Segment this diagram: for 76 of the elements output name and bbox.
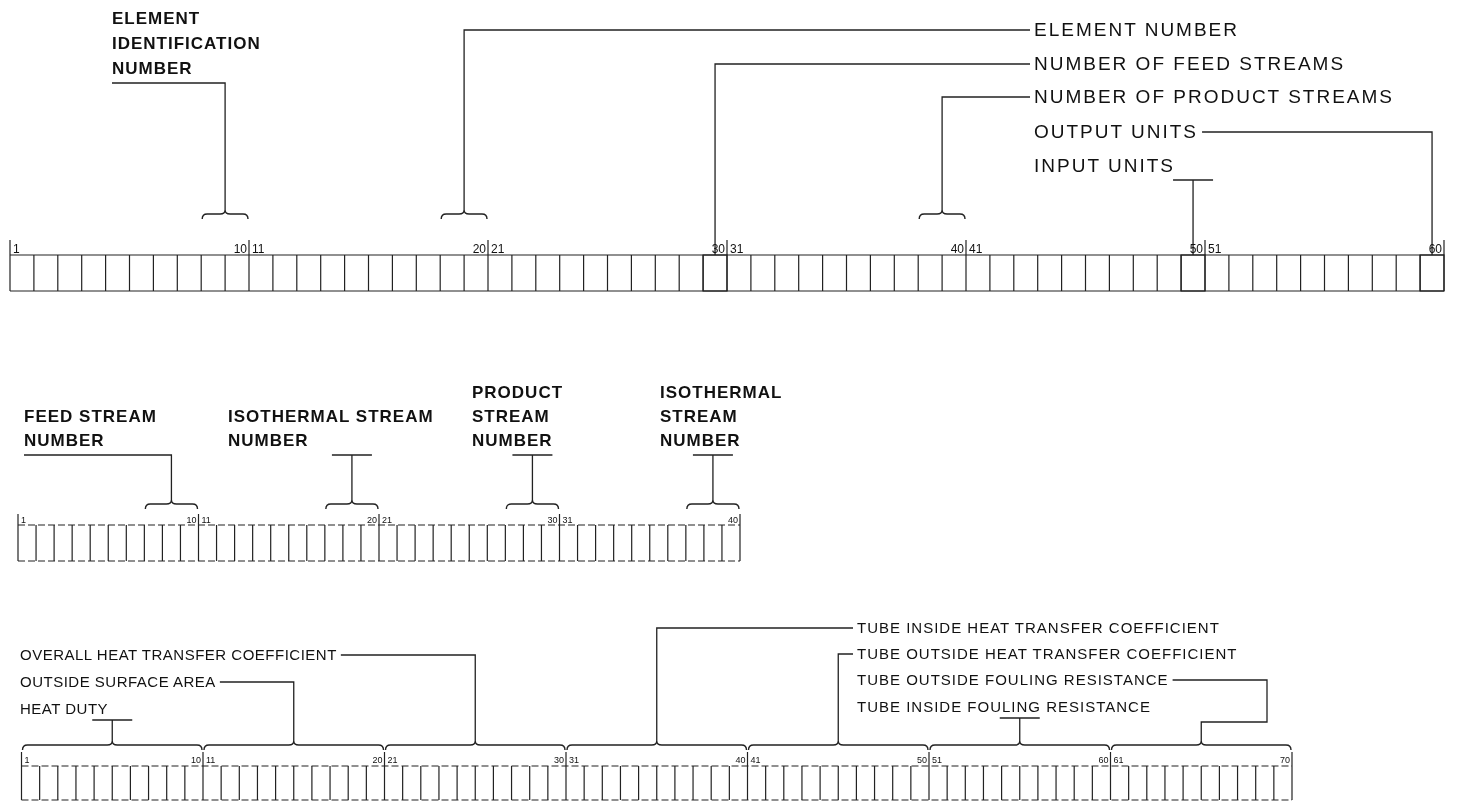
column-number: 21 — [387, 755, 398, 765]
field-label: ISOTHERMAL STREAM NUMBER — [228, 405, 468, 453]
field-label: TUBE OUTSIDE HEAT TRANSFER COEFFICIENT — [857, 645, 1238, 663]
curly-brace — [1110, 740, 1292, 751]
field-label: OUTSIDE SURFACE AREA — [20, 673, 216, 691]
card-column — [1419, 254, 1445, 292]
curly-brace — [566, 740, 748, 751]
column-number: 21 — [491, 242, 505, 256]
field-label: TUBE OUTSIDE FOULING RESISTANCE — [857, 671, 1169, 689]
leader-line — [91, 719, 133, 742]
column-number: 10 — [191, 755, 201, 765]
field-label: ELEMENT NUMBER — [1034, 18, 1239, 42]
curly-brace — [384, 740, 566, 751]
leader-line — [999, 717, 1041, 742]
column-number: 11 — [206, 755, 216, 765]
curly-brace — [686, 499, 740, 510]
curly-brace — [203, 740, 385, 751]
leader-line — [714, 63, 1031, 256]
column-number: 20 — [472, 242, 486, 256]
leader-line — [656, 627, 854, 742]
column-number: 60 — [1098, 755, 1109, 765]
leader-line — [1201, 131, 1433, 256]
curly-brace — [918, 209, 966, 220]
field-label: NUMBER OF FEED STREAMS — [1034, 52, 1346, 76]
column-number: 20 — [372, 755, 383, 765]
leader-line — [219, 681, 295, 742]
column-number: 11 — [201, 515, 211, 525]
leader-line — [331, 454, 373, 501]
column-number: 31 — [562, 515, 573, 525]
field-label: HEAT DUTY — [20, 700, 109, 718]
field-label: OUTPUT UNITS — [1034, 120, 1199, 144]
column-number: 41 — [750, 755, 761, 765]
field-label: PRODUCT STREAM NUMBER — [472, 381, 592, 453]
curly-brace — [929, 740, 1111, 751]
column-number: 61 — [1113, 755, 1124, 765]
leader-line — [111, 82, 226, 211]
leader-line — [941, 96, 1031, 211]
column-number: 31 — [569, 755, 579, 765]
column-number: 30 — [554, 755, 564, 765]
column-number: 31 — [730, 242, 744, 256]
column-number: 1 — [13, 242, 20, 256]
field-label: ISOTHERMAL STREAM NUMBER — [660, 381, 800, 453]
curly-brace — [201, 209, 249, 220]
column-number: 21 — [382, 515, 392, 525]
column-number: 50 — [917, 755, 927, 765]
column-number: 51 — [932, 755, 942, 765]
leader-line — [340, 654, 476, 742]
curly-brace — [505, 499, 560, 510]
field-label: ELEMENT IDENTIFICATION NUMBER — [112, 6, 327, 81]
card-column — [1180, 254, 1206, 292]
column-number: 1 — [21, 515, 26, 525]
field-label: TUBE INSIDE HEAT TRANSFER COEFFICIENT — [857, 619, 1220, 637]
leader-line — [1172, 179, 1214, 256]
card-column — [702, 254, 728, 292]
curly-brace — [325, 499, 379, 510]
leader-line — [692, 454, 734, 501]
curly-brace — [440, 209, 488, 220]
field-label: OVERALL HEAT TRANSFER COEFFICIENT — [20, 646, 337, 664]
leader-line — [463, 29, 1031, 211]
leader-line — [1171, 679, 1268, 742]
column-number: 11 — [252, 242, 265, 256]
curly-brace — [144, 499, 199, 510]
field-label: NUMBER OF PRODUCT STREAMS — [1034, 85, 1394, 109]
column-number: 40 — [950, 242, 964, 256]
field-label: TUBE INSIDE FOULING RESISTANCE — [857, 698, 1151, 716]
leader-line — [23, 454, 173, 501]
curly-brace — [747, 740, 929, 751]
column-number: 51 — [1208, 242, 1222, 256]
field-label: FEED STREAM NUMBER — [24, 405, 209, 453]
field-label: INPUT UNITS — [1034, 154, 1175, 178]
column-number: 10 — [233, 242, 247, 256]
column-number: 40 — [735, 755, 746, 765]
leader-line — [511, 454, 554, 501]
column-number: 41 — [969, 242, 983, 256]
leader-line — [837, 653, 854, 742]
curly-brace — [21, 740, 203, 751]
